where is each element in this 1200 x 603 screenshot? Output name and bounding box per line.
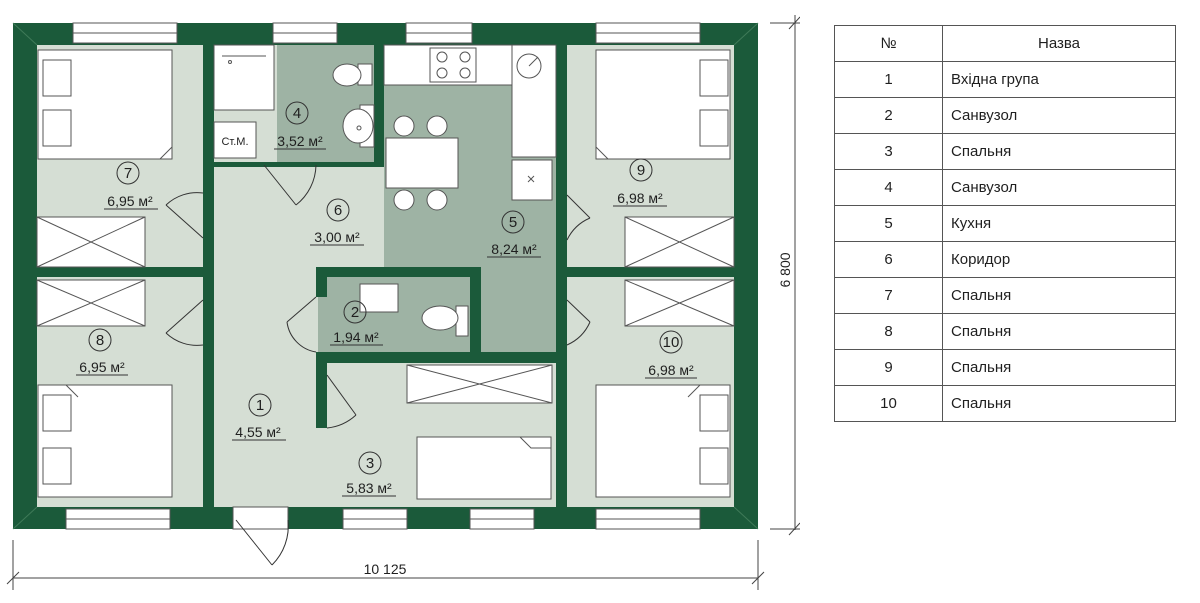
width-dimension-label: 10 125 [364,561,407,577]
svg-text:8,24 м²: 8,24 м² [491,241,537,257]
room-label-4: 4 3,52 м² [274,101,326,150]
legend-number: 6 [834,241,943,278]
room-label-8: 8 6,95 м² [76,328,128,376]
legend-room-name: Спальня [942,277,1176,314]
svg-text:1,94 м²: 1,94 м² [333,329,379,345]
room-label-3: 3 5,83 м² [342,451,396,497]
svg-text:2: 2 [351,304,359,321]
interior-doors [165,164,591,429]
room-label-1: 1 4,55 м² [232,393,286,441]
svg-text:3,00 м²: 3,00 м² [314,229,360,245]
svg-text:4,55 м²: 4,55 м² [235,424,281,440]
legend-room-name: Кухня [942,205,1176,242]
svg-text:6,98 м²: 6,98 м² [617,190,663,206]
floor-plan: Ст.М. 1 4,55 м² 2 1,94 м² 3 5,83 м² 4 3,… [6,15,800,590]
room-labels: 1 4,55 м² 2 1,94 м² 3 5,83 м² 4 3,52 м² … [76,101,697,497]
legend-room-name: Спальня [942,349,1176,386]
svg-text:6,98 м²: 6,98 м² [648,362,694,378]
room-label-7: 7 6,95 м² [104,161,158,210]
legend-number: 10 [834,385,943,422]
svg-text:8: 8 [96,332,104,349]
legend-number: 2 [834,97,943,134]
legend-room-name: Санвузол [942,169,1176,206]
legend-number: 4 [834,169,943,206]
legend-room-name: Спальня [942,385,1176,422]
legend-room-name: Коридор [942,241,1176,278]
legend-room-name: Вхідна група [942,61,1176,98]
svg-text:6,95 м²: 6,95 м² [107,193,153,209]
legend-room-name: Спальня [942,133,1176,170]
legend-header-number: № [834,25,943,62]
svg-text:4: 4 [293,105,301,122]
room-label-6: 6 3,00 м² [310,198,364,246]
svg-text:6,95 м²: 6,95 м² [79,359,125,375]
sink-icon [356,53,542,131]
legend-room-name: Спальня [942,313,1176,350]
svg-text:3,52 м²: 3,52 м² [277,133,323,149]
svg-text:7: 7 [124,165,132,182]
svg-text:1: 1 [256,397,264,414]
room-label-9: 9 6,98 м² [613,158,667,207]
legend-number: 3 [834,133,943,170]
svg-text:5: 5 [509,214,517,231]
height-dimension [770,15,800,536]
room-label-5: 5 8,24 м² [487,210,541,258]
legend-number: 9 [834,349,943,386]
svg-text:3: 3 [366,455,374,472]
svg-text:5,83 м²: 5,83 м² [346,480,392,496]
entrance-door [232,506,289,566]
legend-number: 7 [834,277,943,314]
legend-number: 1 [834,61,943,98]
closet-label: Ст.М. [221,136,248,148]
height-dimension-label: 6 800 [777,252,793,287]
room-label-2: 2 1,94 м² [330,300,383,346]
legend-number: 5 [834,205,943,242]
legend-header-name: Назва [942,25,1176,62]
svg-text:9: 9 [637,162,645,179]
legend-header-row: № Назва [834,25,1176,62]
width-dimension [6,540,765,590]
legend-number: 8 [834,313,943,350]
room-label-10: 10 6,98 м² [645,330,697,379]
legend-room-name: Санвузол [942,97,1176,134]
svg-text:10: 10 [663,334,680,351]
svg-text:6: 6 [334,202,342,219]
interior-walls [37,45,734,507]
beds [37,49,731,500]
stove-icon [436,51,471,79]
